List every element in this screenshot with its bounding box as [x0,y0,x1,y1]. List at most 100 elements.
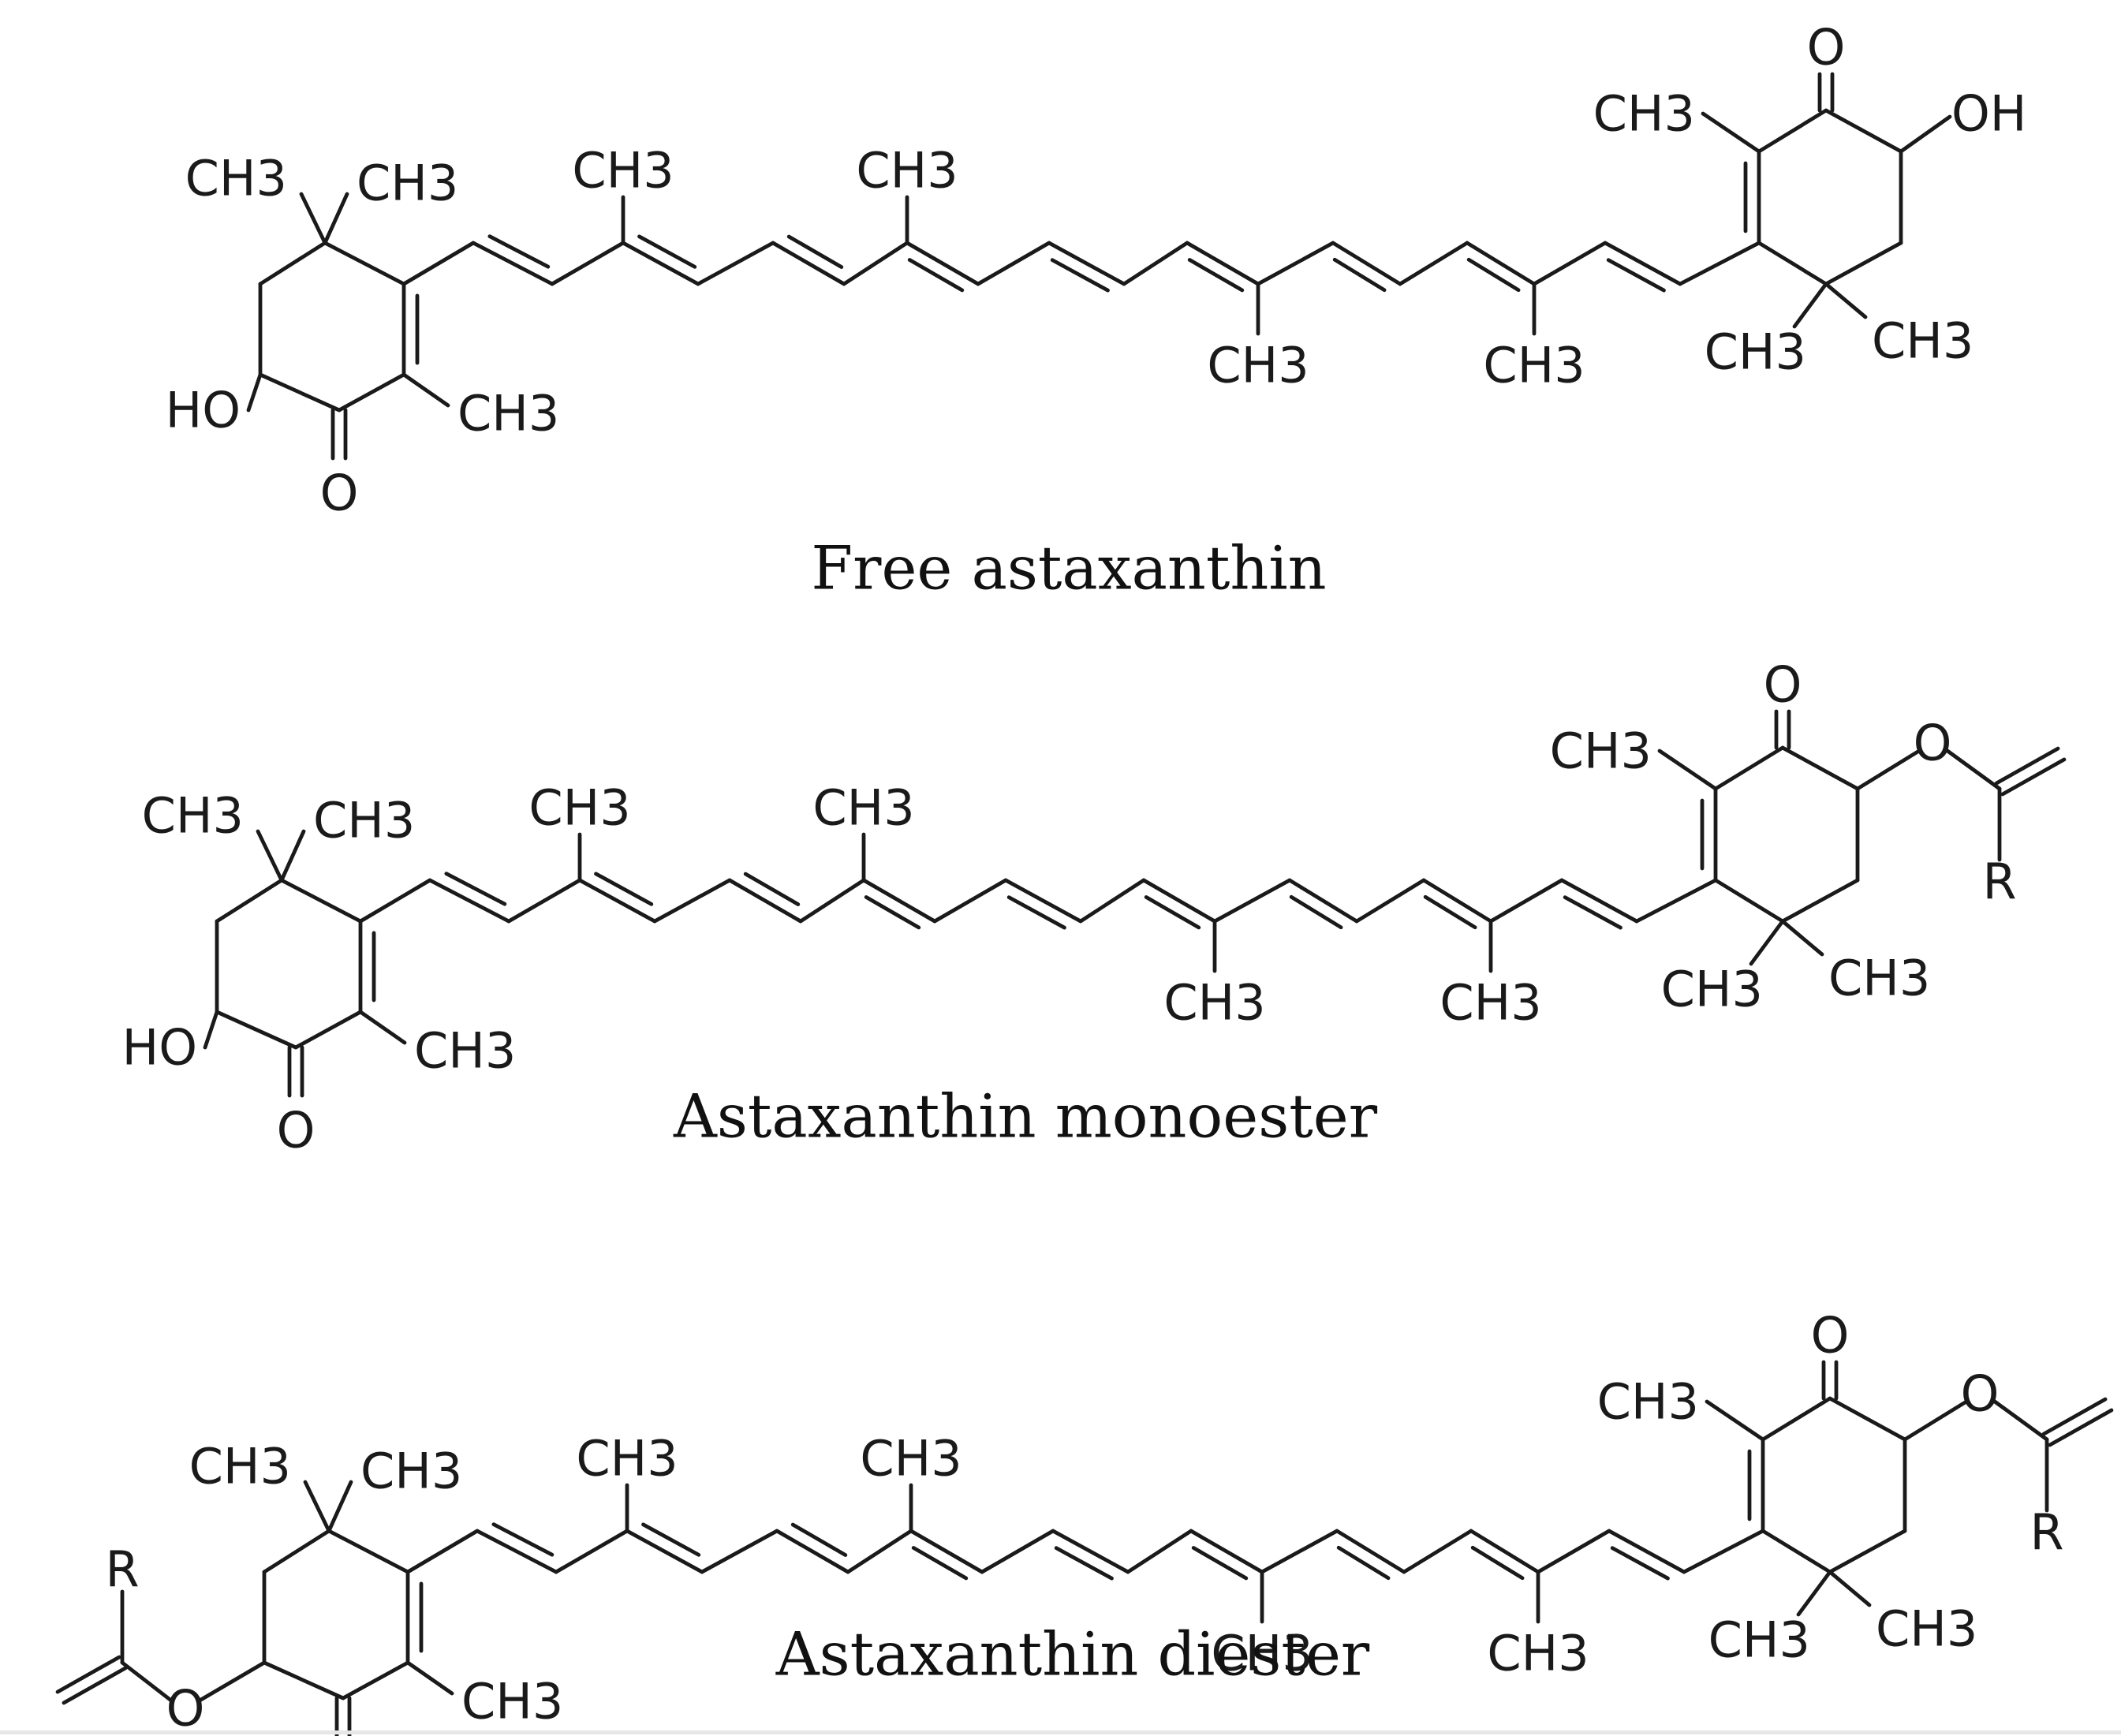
molecule-1-left-hydroxyl-label: HO [166,382,241,439]
molecule-2-right-ester-carbonyl-bond-second-line [1994,746,2060,786]
molecule-3-left-ring-bond [262,1660,345,1701]
molecule-2-right-ring-methyl-bond [1657,749,1718,791]
molecule-1-right-ring-bond [1757,241,1828,286]
molecule-3-polyene-single-bond [1682,1529,1765,1574]
molecule-3-polyene-single-bond [554,1529,629,1574]
molecule-2-left-ring-methyl-bond [358,1010,407,1045]
molecule-3-polyene-double-bond-second-line [1610,1546,1670,1581]
molecule-3-polyene-double-bond-second-line [641,1522,701,1557]
molecule-3-polyene-double-bond [1051,1529,1130,1574]
molecule-2-polyene-double-bond [428,878,511,924]
molecule-1-right-gem-methyl-bond [1824,282,1868,319]
molecule-1-polyene-single-bond [1678,241,1761,286]
molecule-1-polyene-double-bond-second-line [487,234,551,269]
molecule-3-polyene-double-bond-second-line [1054,1546,1114,1581]
molecule-1-polyene-single-bond [976,241,1051,286]
molecule-1-polyene-single-bond [1532,241,1608,286]
molecule-2-right-ester-carbonyl-bond [2000,757,2067,797]
molecule-2-left-gem-methyl-label-b: CH3 [313,792,415,849]
molecule-1-right-gem-methyl-label-a: CH3 [1705,323,1806,381]
molecule-2-polyene-double-bond-second-line [594,872,654,906]
molecule-2-polyene-single-bond [798,878,866,924]
molecule-3-right-ring-bond [1761,1396,1832,1442]
molecule-2-polyene-double-bond [577,878,657,924]
molecule-3-polyene-single-bond [846,1529,913,1574]
molecule-1-polyene-single-bond [1256,241,1335,286]
molecule-2-polyene-double-bond-second-line [864,895,921,930]
molecule-2-right-ring-bond [1713,878,1785,924]
molecule-2-polyene-double-bond [1003,878,1083,924]
molecule-1-right-hydroxyl-label: OH [1951,85,2026,143]
molecule-3-polyene-double-bond [475,1529,558,1574]
molecule-3-left-ester-carbonyl-bond [55,1655,121,1694]
molecule-2-left-ring-bond [215,878,284,924]
molecule-3-chain-methyl-label-3: CH3 [1211,1625,1313,1682]
molecule-1-polyene-double-bond-second-line [1187,258,1245,293]
molecule-2-chain-methyl-label-4: CH3 [1440,974,1541,1032]
molecule-2-chain-methyl-label-3: CH3 [1163,974,1265,1032]
molecule-1-polyene-double-bond-second-line [1050,258,1110,293]
molecule-1-left-ring-bond [258,372,342,413]
molecule-3-left-ring-methyl-bond [405,1660,454,1696]
molecule-3-left-ester-bond [197,1660,267,1703]
molecule-1-polyene-double-bond [1185,241,1260,286]
molecule-1-left-ring-methyl-bond [401,372,450,408]
molecule-3-left-ring-bond [327,1529,410,1574]
molecule-2-left-ring-bond [279,878,363,924]
molecule-3-left-ester-r-label: R [105,1541,139,1599]
molecule-3-right-ring-bond [1828,1396,1907,1442]
molecule-3-right-ester-bond [1992,1399,2049,1442]
molecule-1-right-ring-bond [1824,108,1903,154]
molecule-1-right-ring-bond [1824,241,1903,286]
molecule-2-right-gem-methyl-label-b: CH3 [1828,950,1930,1007]
molecule-3-right-ester-r-label: R [2030,1504,2063,1562]
molecule-2-right-ketone-oxygen: O [1764,656,1802,714]
molecule-1-polyene-double-bond-second-line [1466,257,1521,293]
molecule-3-left-gem-methyl-bond [303,1480,331,1533]
molecule-1-polyene-double-bond [1047,241,1126,286]
molecule-1-right-ring-methyl-bond [1701,111,1761,154]
molecule-1-left-gem-methyl-bond [299,192,327,245]
molecule-3-right-gem-methyl-bond [1796,1570,1832,1617]
molecule-1-right-gem-methyl-bond [1792,282,1828,329]
molecule-3-caption: Astaxanthin diester [775,1619,1370,1689]
molecule-3-right-ring-methyl-label: CH3 [1597,1373,1699,1431]
molecule-1-polyene-double-bond [471,241,555,286]
molecule-2-right-ester-bond [1945,749,2002,791]
molecule-2-caption: Astaxanthin monoester [673,1081,1378,1152]
molecule-2-right-gem-methyl-bond [1749,919,1785,966]
molecule-1-polyene-double-bond [621,241,700,286]
molecule-3-left-ring-methyl-label: CH3 [461,1673,563,1730]
molecule-3-right-ester-carbonyl-bond-second-line [2041,1397,2108,1436]
molecule-2-polyene-single-bond [1488,878,1564,924]
molecule-2-right-ester-oxygen: O [1914,715,1952,772]
molecule-1-chain-methyl-label-1: CH3 [572,142,674,200]
molecule-1-left-ring-bond [258,241,327,286]
molecule-1-polyene-single-bond [1398,241,1469,286]
molecule-1-chain-methyl-label-2: CH3 [856,142,958,200]
molecule-1-chain-methyl-label-3: CH3 [1207,337,1309,394]
molecule-2-polyene-double-bond-second-line [1006,895,1066,930]
molecule-2-polyene-single-bond [1354,878,1426,924]
molecule-3-polyene-single-bond [1260,1529,1339,1574]
molecule-1-left-gem-methyl-label-a: CH3 [185,150,287,207]
molecule-2-polyene-double-bond [861,878,937,924]
molecule-2-polyene-double-bond-second-line [1423,894,1477,930]
molecule-2-left-gem-methyl-bond [256,829,284,883]
molecule-3-polyene-double-bond-second-line [1191,1546,1249,1581]
molecule-1-polyene-double-bond [771,241,846,286]
molecule-3-polyene-single-bond [1402,1529,1473,1574]
molecule-3-polyene-single-bond [700,1529,779,1574]
molecule-3-polyene-single-bond [1536,1529,1611,1574]
molecule-1-polyene-double-bond-second-line [1332,257,1387,293]
molecule-3-polyene-double-bond [1607,1529,1686,1574]
molecule-2-right-ring-bond [1780,878,1860,924]
molecule-2-chain-methyl-label-2: CH3 [812,779,914,837]
molecule-1-polyene-double-bond [1331,241,1402,286]
molecule-1-right-gem-methyl-label-b: CH3 [1872,312,1974,370]
molecule-2-left-gem-methyl-label-a: CH3 [142,787,244,845]
molecule-1-polyene-single-bond [696,241,775,286]
molecule-1-left-ring-bond [323,241,406,286]
molecule-3-right-ester-bond [1903,1399,1969,1442]
